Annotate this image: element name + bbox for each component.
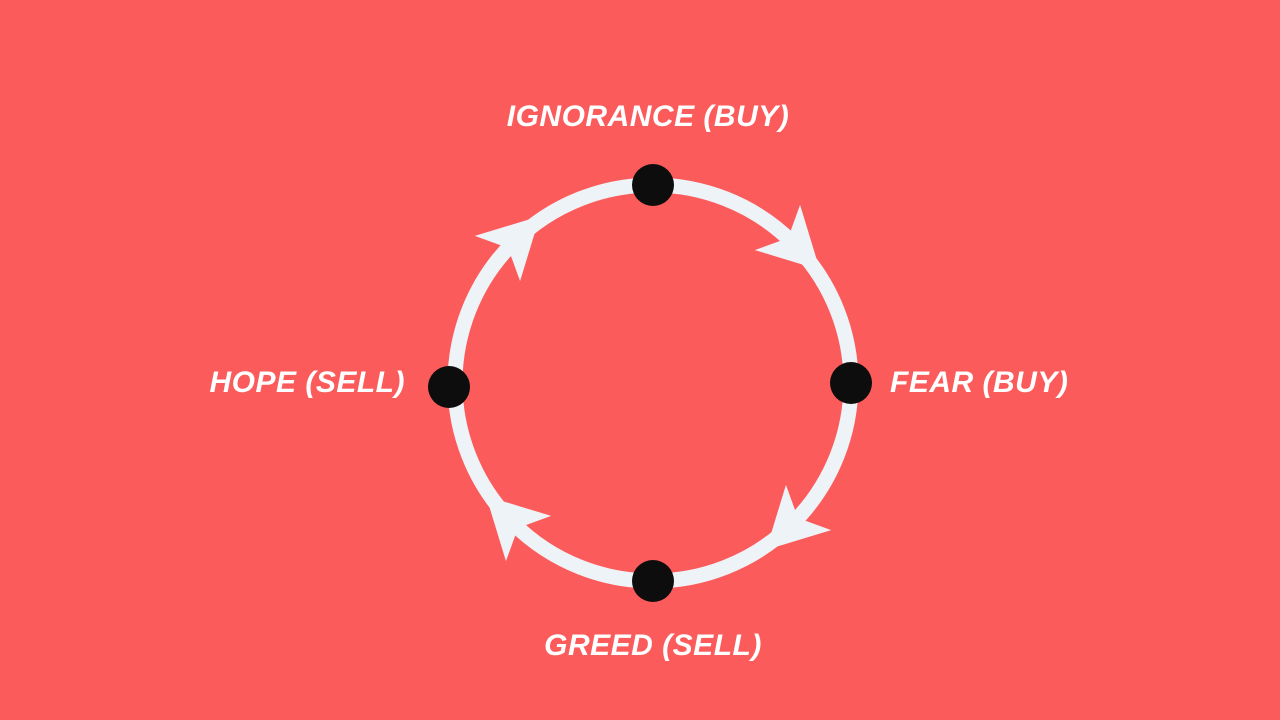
node-dot-hope bbox=[428, 366, 470, 408]
arrow-top-right-icon bbox=[754, 204, 820, 270]
node-dot-ignorance bbox=[632, 164, 674, 206]
node-label-fear: FEAR (BUY) bbox=[890, 366, 1069, 399]
node-label-hope: HOPE (SELL) bbox=[209, 366, 405, 399]
arrow-top-left-icon bbox=[474, 216, 540, 282]
node-label-ignorance: IGNORANCE (BUY) bbox=[506, 100, 790, 133]
node-label-greed: GREED (SELL) bbox=[544, 629, 762, 662]
arrow-bottom-right-icon bbox=[766, 484, 832, 550]
node-dot-fear bbox=[830, 362, 872, 404]
arrow-bottom-left-icon bbox=[486, 496, 552, 562]
node-dot-greed bbox=[632, 560, 674, 602]
